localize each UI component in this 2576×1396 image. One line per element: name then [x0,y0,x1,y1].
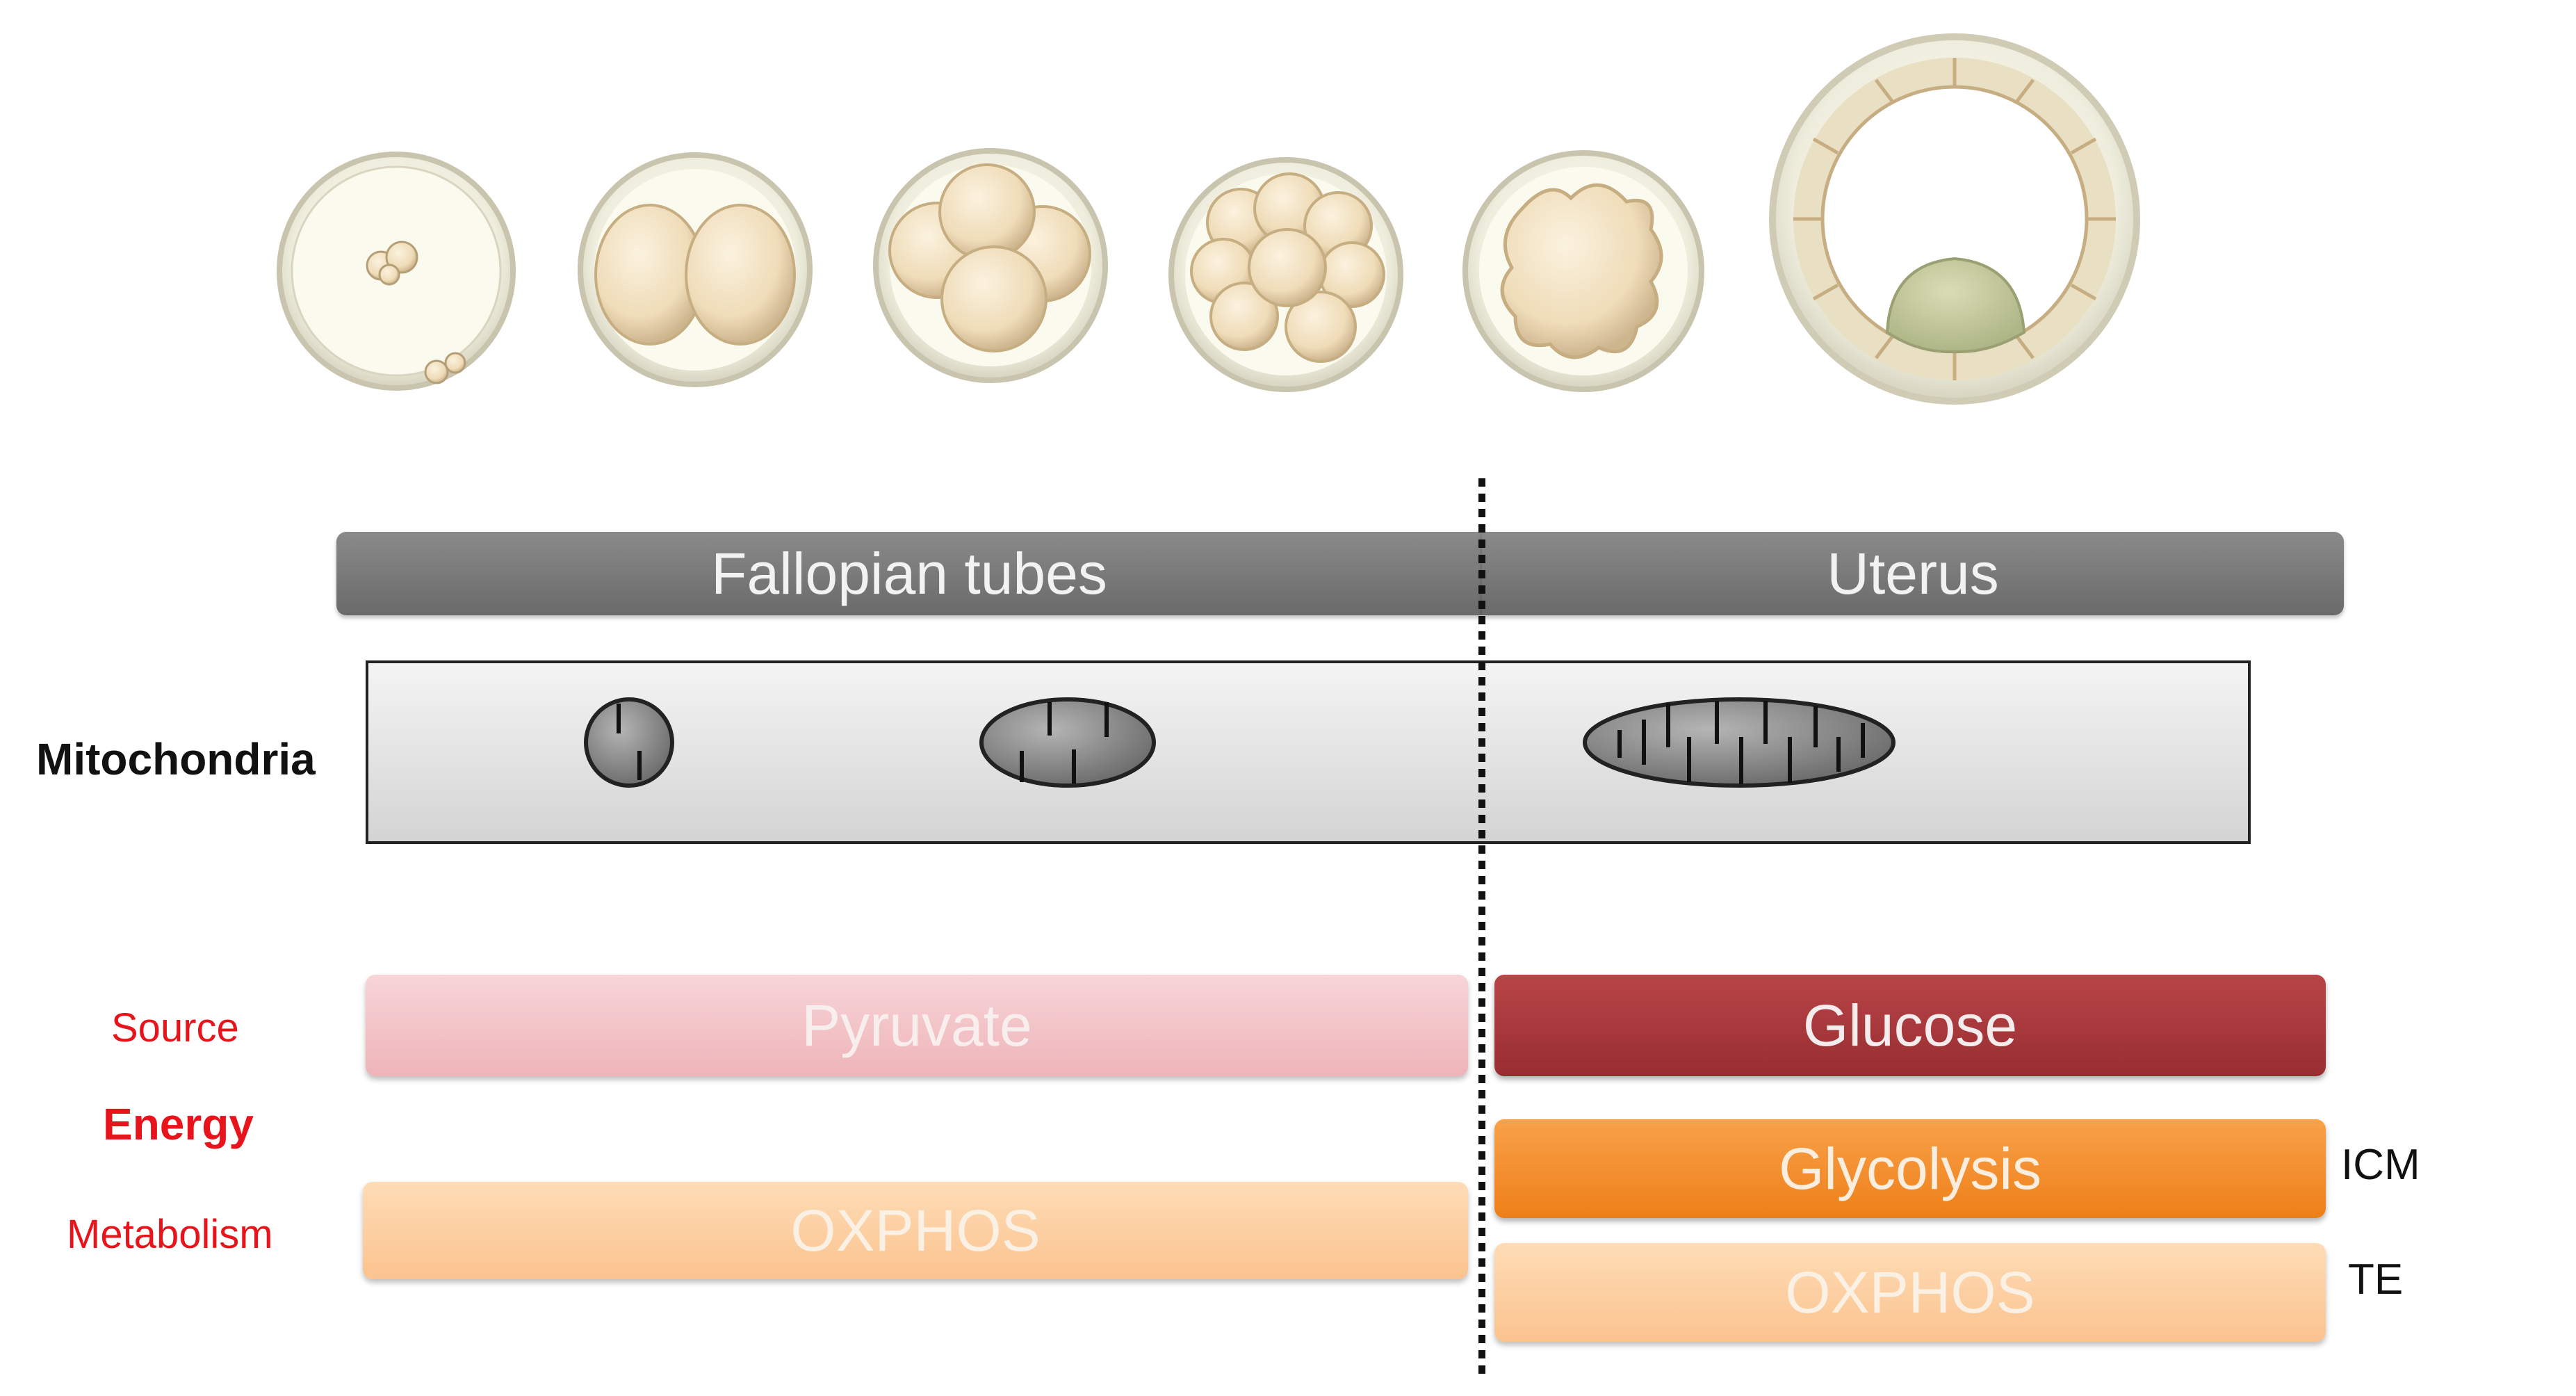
mitochondria-panel [366,660,2251,844]
metabolism-label: Metabolism [67,1212,273,1257]
energy-label: Energy [103,1099,254,1149]
embryo-stages [277,33,2140,405]
glucose-label: Glucose [1802,992,2018,1058]
two-cell-embryo-icon [578,152,813,387]
oxphos-te-bar: OXPHOS [1494,1243,2326,1342]
fallopian-tubes-label: Fallopian tubes [711,540,1107,606]
te-label: TE [2348,1256,2404,1304]
oxphos-early-label: OXPHOS [790,1197,1041,1263]
blastocyst-icon [1769,33,2140,405]
morula-icon [1462,150,1704,392]
zygote-icon [277,152,516,391]
oxphos-te-label: OXPHOS [1785,1259,2035,1325]
glucose-bar: Glucose [1494,975,2326,1076]
pyruvate-label: Pyruvate [801,992,1032,1058]
glycolysis-label: Glycolysis [1778,1135,2042,1201]
uterus-bar: Uterus [1482,532,2344,615]
icm-label: ICM [2341,1141,2420,1189]
mitochondria-label: Mitochondria [36,734,316,784]
uterus-label: Uterus [1827,540,1999,606]
four-cell-embryo-icon [873,148,1108,383]
glycolysis-bar: Glycolysis [1494,1119,2326,1218]
source-label: Source [111,1005,239,1050]
pyruvate-bar: Pyruvate [366,975,1468,1076]
oxphos-early-bar: OXPHOS [363,1182,1468,1279]
eight-cell-embryo-icon [1168,157,1403,392]
fallopian-tubes-bar: Fallopian tubes [336,532,1482,615]
